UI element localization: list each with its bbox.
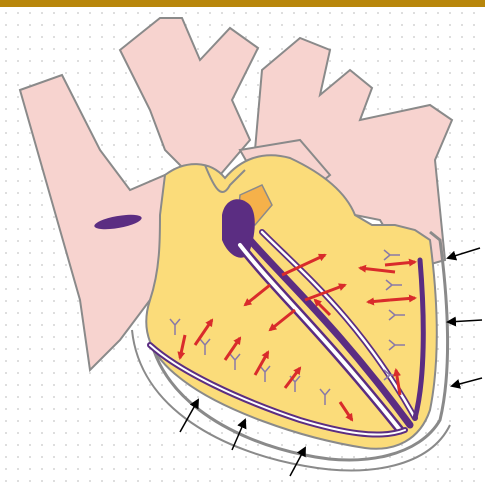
aorta-branches [120,18,258,175]
black-arrow-icon [452,378,482,386]
red-arrow-icon [390,298,415,300]
red-arrow-icon [368,300,390,302]
black-arrow-icon [448,320,482,322]
black-arrow-icon [448,248,480,258]
